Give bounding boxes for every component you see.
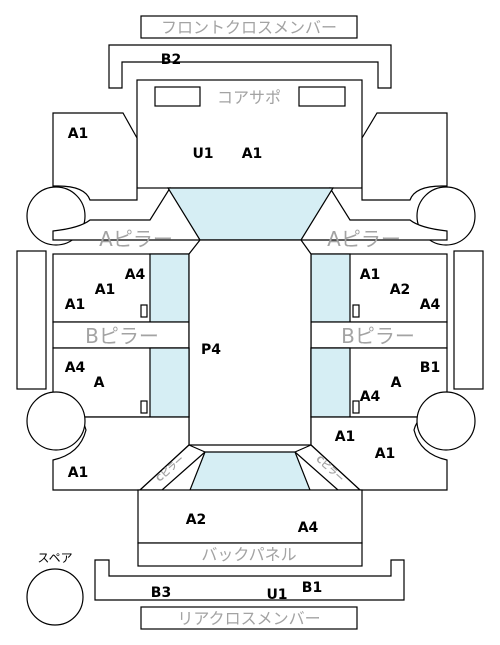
rear-door-right-handle [352, 400, 360, 414]
rear-bumper-code-u1: U1 [266, 587, 287, 603]
rear-wheel-right [416, 391, 476, 451]
b-pillar-left-panel[interactable] [52, 321, 190, 349]
hood-code-a1: A1 [242, 146, 263, 162]
hood-code-u1: U1 [192, 146, 213, 162]
front-door-right-glass[interactable] [310, 253, 351, 323]
side-sill-right[interactable] [453, 250, 484, 390]
rear-door-right-code-a4: A4 [360, 389, 381, 405]
front-bumper-code: B2 [161, 52, 181, 68]
side-sill-left[interactable] [16, 250, 47, 390]
trunk-panel[interactable] [137, 489, 363, 544]
front-door-right-code-a1: A1 [360, 267, 381, 283]
front-door-left-glass[interactable] [149, 253, 190, 323]
front-fender-left-panel[interactable] [52, 112, 138, 201]
front-door-right-code-a4: A4 [420, 297, 441, 313]
back-panel-label: バックパネル [201, 545, 296, 564]
front-cross-member-panel[interactable] [140, 15, 358, 39]
rear-fender-right-code-a1b: A1 [375, 446, 396, 462]
core-support-label: コアサポ [217, 88, 281, 107]
trunk-code-a4: A4 [298, 520, 319, 536]
rear-door-left-handle [140, 400, 148, 414]
a-pillar-right-label: Aピラー [327, 227, 401, 251]
rear-cross-member-label: リアクロスメンバー [177, 609, 320, 628]
rear-door-left-code-a4: A4 [65, 360, 86, 376]
spare-tire-label: スペア [37, 551, 72, 565]
front-door-left-code-a4: A4 [125, 267, 146, 283]
front-door-left-code-a1b: A1 [65, 297, 86, 313]
spare-tire[interactable] [26, 568, 84, 626]
rear-door-left-glass[interactable] [149, 347, 190, 418]
rear-fender-right-code-a1: A1 [335, 429, 356, 445]
rear-bumper-code-b3: B3 [151, 585, 171, 601]
front-fender-right-panel[interactable] [361, 112, 448, 201]
headlight-left [154, 86, 201, 107]
trunk-code-a2: A2 [186, 512, 207, 528]
b-pillar-right-label: Bピラー [341, 324, 415, 348]
roof-code: P4 [201, 342, 221, 358]
rear-wheel-left [26, 391, 86, 451]
rear-cross-member-panel[interactable] [140, 606, 358, 630]
front-door-right-handle [352, 304, 360, 318]
headlight-right [298, 86, 346, 107]
rear-door-right-code-b1: B1 [420, 360, 440, 376]
rear-fender-left-code: A1 [68, 465, 89, 481]
front-door-right-code-a2: A2 [390, 282, 411, 298]
front-door-left-handle [140, 304, 148, 318]
back-panel[interactable] [137, 542, 363, 567]
rear-door-right-code-a: A [391, 375, 402, 391]
front-door-left-code-a1: A1 [95, 282, 116, 298]
b-pillar-left-label: Bピラー [85, 324, 159, 348]
rear-bumper-code-b1: B1 [302, 580, 322, 596]
rear-bumper-panel[interactable] [94, 559, 405, 601]
rear-door-left-code-a: A [94, 375, 105, 391]
front-cross-member-label: フロントクロスメンバー [161, 18, 337, 37]
front-bumper-panel[interactable] [108, 44, 392, 89]
rear-door-right-glass[interactable] [310, 347, 351, 418]
front-fender-left-code: A1 [68, 126, 89, 142]
rear-window-glass[interactable] [189, 451, 311, 491]
a-pillar-left-label: Aピラー [99, 227, 173, 251]
